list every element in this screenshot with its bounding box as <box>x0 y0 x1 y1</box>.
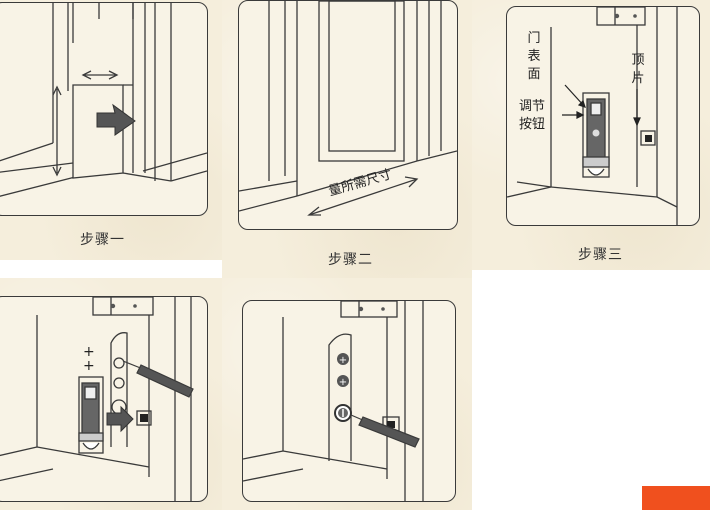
step3-caption: 步骤三 <box>578 247 623 263</box>
step2-illustration <box>239 1 457 216</box>
step4-illustration <box>0 297 194 501</box>
step5-illustration: + + <box>243 301 424 501</box>
step3-panel: 门 表 面 顶 片 调节 按钮 <box>506 6 700 226</box>
step4-panel: + + <box>0 296 208 502</box>
plus-mark-2: + <box>83 358 95 374</box>
door-surface-label-3: 面 <box>527 67 541 82</box>
svg-text:+: + <box>339 355 347 366</box>
step2-caption: 步骤二 <box>328 252 373 268</box>
step5-panel: + + <box>242 300 456 502</box>
step3-illustration <box>507 7 678 225</box>
step1-illustration <box>0 3 207 197</box>
door-surface-label-2: 表 <box>527 49 541 64</box>
step2-panel: 量所需尺寸 <box>238 0 458 230</box>
door-surface-label-1: 门 <box>527 31 541 46</box>
step1-panel <box>0 2 208 216</box>
step1-caption: 步骤一 <box>80 232 125 248</box>
adjust-button-label-2: 按钮 <box>519 117 546 132</box>
top-piece-label-2: 片 <box>631 71 645 86</box>
orange-corner-block <box>642 486 710 510</box>
top-piece-label-1: 顶 <box>631 53 645 68</box>
svg-text:+: + <box>339 377 347 388</box>
adjust-button-label-1: 调节 <box>519 99 546 114</box>
plus-mark-1: + <box>83 344 95 360</box>
